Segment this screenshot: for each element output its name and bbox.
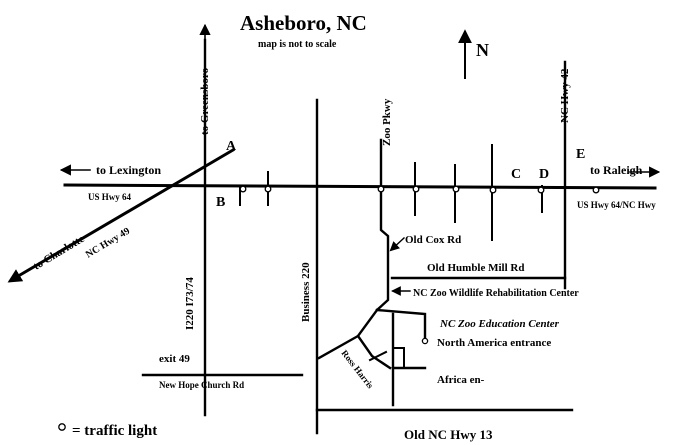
legend-traffic-light-icon [58,423,66,431]
traffic-light-icon [377,185,385,193]
us-hwy-64-nc-label: US Hwy 64/NC Hwy [577,200,656,210]
legend-label: = traffic light [72,423,157,439]
traffic-light-icon [264,185,272,193]
marker-b: B [216,195,225,210]
to-lexington-label: to Lexington [96,163,161,177]
map-subtitle: map is not to scale [258,39,337,50]
zoo-loop-road [392,347,426,369]
traffic-light-icon [489,186,497,194]
north-label: N [476,40,489,60]
nc-hwy-49-label: NC Hwy 49 [84,226,132,261]
traffic-light-icon [592,186,600,194]
to-greensboro-label: to Greensboro [199,67,211,135]
zoo-pkwy-road [375,138,390,312]
exit-49-label: exit 49 [159,353,190,365]
business-220-label: Business 220 [300,262,312,322]
old-nc-13-label: Old NC Hwy 13 [404,427,493,442]
marker-d: D [539,167,549,182]
old-cox-arrow [389,237,405,252]
traffic-light-icon [412,185,420,193]
africa-label: Africa en- [437,374,485,386]
traffic-light-icon [421,337,429,345]
education-center-label: NC Zoo Education Center [439,318,560,330]
i220-label: I220 I73/74 [184,277,196,330]
old-humble-label: Old Humble Mill Rd [427,262,525,274]
marker-c: C [511,167,521,182]
marker-e: E [576,147,585,162]
traffic-light-icon [537,186,545,194]
north-america-label: North America entrance [437,337,551,349]
marker-a: A [226,139,237,154]
zoo-stub-road [368,350,388,362]
zoo-pkwy-label: Zoo Pkwy [381,98,393,146]
us-hwy-64-road [63,183,657,190]
new-hope-label: New Hope Church Rd [159,380,244,390]
us-hwy-64-label: US Hwy 64 [88,192,132,202]
nc-hwy-42-label: NC Hwy 42 [559,68,571,123]
charlotte-arrow [7,269,24,283]
zoo-connector-road [356,334,392,370]
nc-hwy-49-road [17,147,236,278]
to-raleigh-label: to Raleigh [590,163,643,177]
traffic-light-icon [239,185,247,193]
traffic-light-icon [452,185,460,193]
to-charlotte-label: to Charlotte [31,233,86,273]
rehab-label: NC Zoo Wildlife Rehabilitation Center [413,288,579,299]
map-title: Asheboro, NC [240,11,367,35]
zoo-access-road [375,308,427,342]
old-cox-label: Old Cox Rd [405,234,461,246]
